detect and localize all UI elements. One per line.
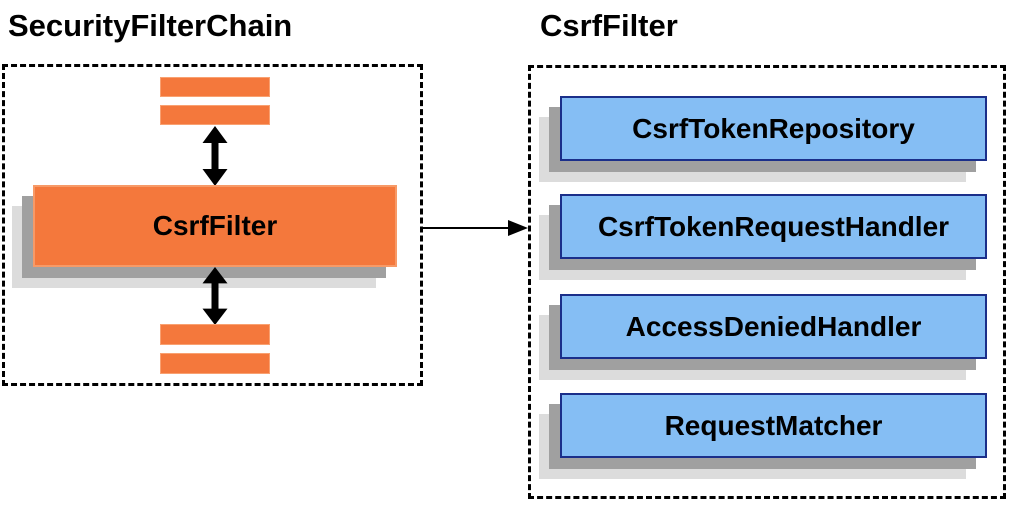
filter-stack-bar (160, 105, 270, 125)
filter-stack-bar (160, 324, 270, 345)
security-filter-chain-title: SecurityFilterChain (8, 8, 293, 43)
double-arrow-icon (202, 126, 228, 186)
component-box-csrf-token-request-handler: CsrfTokenRequestHandler (560, 194, 987, 259)
csrf-filter-panel (528, 65, 1006, 499)
security-filter-chain-panel (2, 64, 423, 386)
csrf-filter-box-label: CsrfFilter (152, 210, 278, 241)
double-arrow-icon (202, 267, 228, 325)
component-box-csrf-token-repository: CsrfTokenRepository (560, 96, 987, 161)
component-label: AccessDeniedHandler (625, 310, 922, 342)
component-label: RequestMatcher (664, 409, 883, 441)
csrf-filter-title: CsrfFilter (540, 8, 678, 43)
component-box-request-matcher: RequestMatcher (560, 393, 987, 458)
component-label: CsrfTokenRepository (632, 112, 915, 144)
component-box-access-denied-handler: AccessDeniedHandler (560, 294, 987, 359)
filter-stack-bar (160, 77, 270, 97)
csrf-filter-box: CsrfFilter (33, 185, 397, 267)
right-arrow-icon (422, 220, 528, 236)
component-label: CsrfTokenRequestHandler (597, 210, 950, 242)
filter-stack-bar (160, 353, 270, 374)
